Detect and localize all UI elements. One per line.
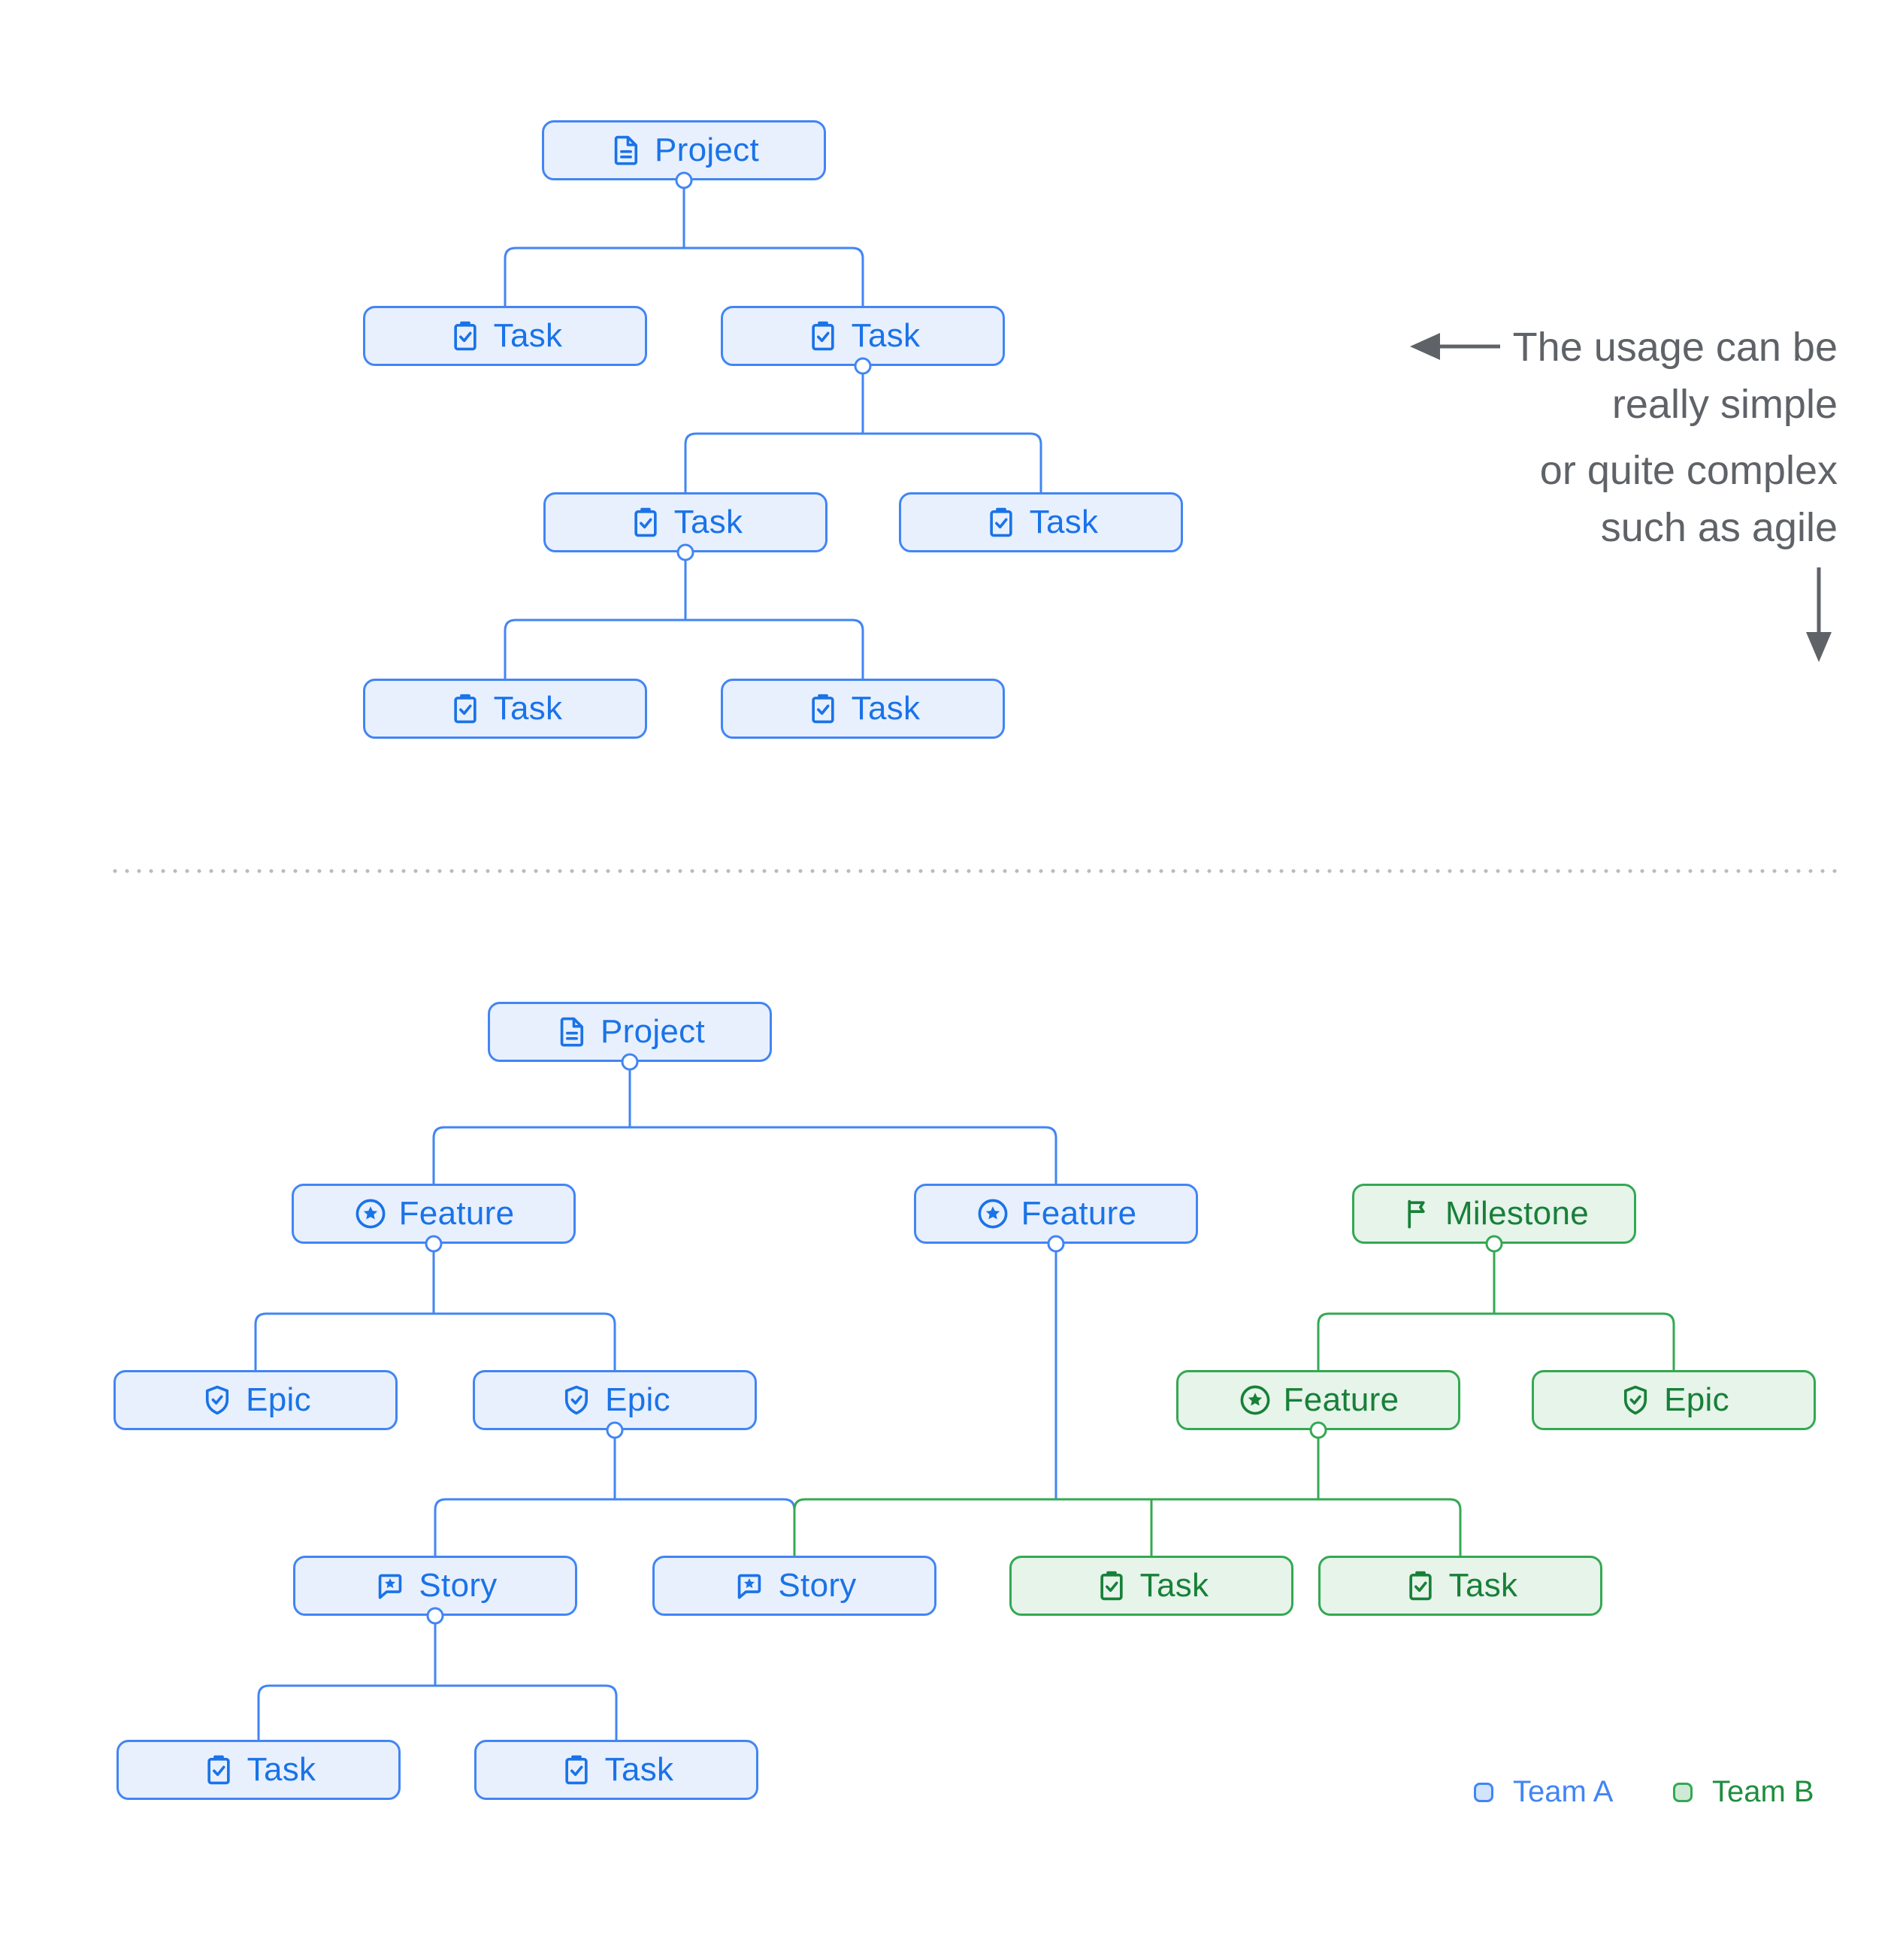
node-project: Project (542, 120, 826, 180)
node-task: Task (543, 492, 827, 552)
node-task: Task (721, 306, 1005, 366)
node-label: Task (1029, 504, 1099, 540)
annotation-paragraph: or quite complex such as agile (1312, 442, 1838, 556)
node-label: Story (778, 1567, 857, 1604)
milestone-icon (1408, 1199, 1425, 1229)
feature-icon (355, 1199, 386, 1229)
node-task: Task (363, 679, 647, 739)
task-icon (634, 507, 657, 537)
team-b-label: Team B (1712, 1775, 1814, 1808)
task-icon (811, 694, 834, 724)
node-epic: Epic (1532, 1370, 1816, 1430)
epic-icon (1624, 1385, 1647, 1415)
node-task: Task (1009, 1556, 1293, 1616)
epic-icon (206, 1385, 229, 1415)
legend-item-team-b: Team B (1673, 1775, 1814, 1809)
node-label: Epic (246, 1381, 311, 1418)
annotation-line: really simple (1611, 382, 1838, 427)
node-label: Task (247, 1751, 316, 1788)
team-a-swatch (1474, 1782, 1493, 1802)
node-task: Task (899, 492, 1183, 552)
node-label: Project (600, 1013, 706, 1050)
task-icon (453, 321, 477, 351)
node-label: Task (673, 504, 743, 540)
node-label: Task (1448, 1567, 1518, 1604)
node-story: Story (293, 1556, 577, 1616)
node-task: Task (474, 1740, 758, 1800)
node-epic: Epic (113, 1370, 398, 1430)
feature-icon (1240, 1385, 1270, 1415)
node-milestone: Milestone (1352, 1184, 1636, 1244)
annotation-line: such as agile (1600, 505, 1838, 550)
story-icon (379, 1574, 402, 1599)
node-label: Task (604, 1751, 674, 1788)
node-label: Feature (398, 1195, 515, 1232)
node-label: Feature (1283, 1381, 1399, 1418)
node-label: Task (1139, 1567, 1209, 1604)
node-label: Epic (1664, 1381, 1729, 1418)
document-icon (560, 1017, 584, 1047)
document-icon (614, 135, 638, 165)
node-label: Task (851, 690, 921, 727)
node-epic: Epic (473, 1370, 757, 1430)
node-story: Story (652, 1556, 936, 1616)
node-task: Task (363, 306, 647, 366)
task-icon (564, 1755, 588, 1785)
node-label: Story (419, 1567, 498, 1604)
node-label: Epic (605, 1381, 670, 1418)
node-project: Project (488, 1002, 772, 1062)
dotted-divider (109, 869, 1838, 873)
annotation-line: or quite complex (1539, 448, 1838, 493)
node-task: Task (116, 1740, 401, 1800)
annotation-paragraph: The usage can be really simple (1312, 319, 1838, 433)
node-label: Task (493, 317, 563, 354)
annotation-line: The usage can be (1512, 325, 1838, 370)
task-icon (811, 321, 834, 351)
node-label: Feature (1021, 1195, 1137, 1232)
node-label: Milestone (1445, 1195, 1589, 1232)
node-feature: Feature (292, 1184, 576, 1244)
node-label: Task (851, 317, 921, 354)
node-label: Project (654, 132, 760, 168)
down-arrow-icon (1806, 567, 1832, 662)
node-task: Task (721, 679, 1005, 739)
story-icon (738, 1574, 761, 1599)
legend-item-team-a: Team A (1474, 1775, 1613, 1809)
node-feature: Feature (914, 1184, 1198, 1244)
task-icon (207, 1755, 230, 1785)
team-b-swatch (1673, 1782, 1693, 1802)
task-icon (989, 507, 1012, 537)
node-task: Task (1318, 1556, 1602, 1616)
left-arrow-icon (1410, 333, 1500, 360)
node-feature: Feature (1176, 1370, 1460, 1430)
feature-icon (978, 1199, 1008, 1229)
task-icon (1100, 1571, 1123, 1601)
node-label: Task (493, 690, 563, 727)
task-icon (453, 694, 477, 724)
epic-icon (565, 1385, 588, 1415)
task-icon (1408, 1571, 1432, 1601)
annotation-note: The usage can be really simple or quite … (1312, 319, 1838, 556)
team-a-label: Team A (1513, 1775, 1614, 1808)
